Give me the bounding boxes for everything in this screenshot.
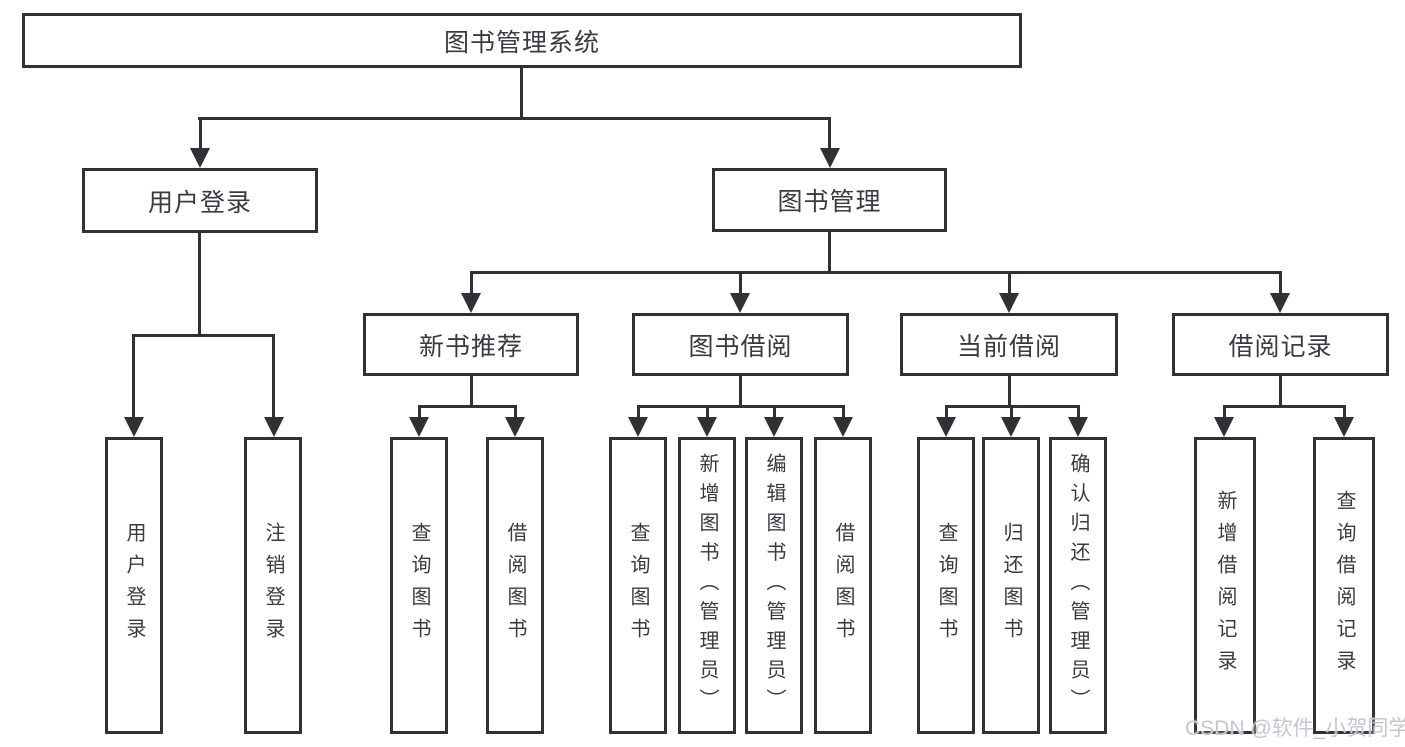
node-label: 新书推荐 xyxy=(418,332,523,361)
connector-user-login-stem xyxy=(198,233,201,337)
connector-arrow-stem xyxy=(272,334,275,419)
connector-arrow-stem xyxy=(1077,405,1080,419)
leaf-label: 确认归还（管理员） xyxy=(1067,453,1089,718)
connector-arrow-stem xyxy=(1343,405,1346,419)
node-current-borrowing: 当前借阅 xyxy=(900,313,1118,376)
arrowhead xyxy=(1001,417,1021,437)
leaf-borrowing-add-books-admin: 新增图书（管理员） xyxy=(678,437,736,734)
connector-arrow-stem xyxy=(1223,405,1226,419)
node-label: 图书借阅 xyxy=(688,332,793,361)
leaf-newbook-query-books: 查询图书 xyxy=(390,437,448,734)
connector-newbook-branch xyxy=(418,405,517,408)
connector-records-branch xyxy=(1223,405,1346,408)
connector-book-mgmt-stem xyxy=(828,232,831,274)
connector-newbook-stem xyxy=(470,376,473,408)
leaf-label: 新增图书（管理员） xyxy=(696,453,718,718)
node-borrow-records: 借阅记录 xyxy=(1172,313,1389,376)
arrowhead xyxy=(999,293,1019,313)
node-label: 当前借阅 xyxy=(956,332,1061,361)
leaf-current-return-books: 归还图书 xyxy=(982,437,1040,734)
leaf-label: 查询借阅记录 xyxy=(1333,489,1355,682)
connector-arrow-stem xyxy=(945,405,948,419)
connector-arrow-stem xyxy=(739,271,742,295)
connector-arrow-stem xyxy=(828,117,831,151)
leaf-label: 借阅图书 xyxy=(832,521,854,650)
node-user-login: 用户登录 xyxy=(82,168,318,233)
leaf-label: 注销登录 xyxy=(262,521,284,650)
arrowhead xyxy=(820,148,840,168)
node-library-system: 图书管理系统 xyxy=(22,13,1022,68)
leaf-borrowing-query-books: 查询图书 xyxy=(609,437,667,734)
node-book-borrowing: 图书借阅 xyxy=(632,313,849,376)
connector-borrowing-stem xyxy=(739,376,742,408)
arrowhead xyxy=(190,148,210,168)
node-label: 图书管理系统 xyxy=(443,28,600,57)
arrowhead xyxy=(628,417,648,437)
connector-root-stem xyxy=(520,68,523,118)
node-book-management: 图书管理 xyxy=(712,168,947,232)
leaf-label: 借阅图书 xyxy=(504,521,526,650)
arrowhead xyxy=(1214,417,1234,437)
arrowhead xyxy=(697,417,717,437)
connector-user-login-branch xyxy=(132,334,275,337)
leaf-newbook-borrow-books: 借阅图书 xyxy=(486,437,544,734)
node-label: 图书管理 xyxy=(777,188,882,216)
leaf-borrowing-borrow-books: 借阅图书 xyxy=(814,437,872,734)
arrowhead xyxy=(1068,417,1088,437)
connector-borrowing-branch xyxy=(637,405,845,408)
leaf-label: 查询图书 xyxy=(935,521,957,650)
leaf-label: 用户登录 xyxy=(123,521,145,650)
arrowhead xyxy=(505,417,525,437)
connector-arrow-stem xyxy=(132,334,135,419)
leaf-borrowing-edit-books-admin: 编辑图书（管理员） xyxy=(745,437,803,734)
arrowhead xyxy=(730,293,750,313)
arrowhead xyxy=(936,417,956,437)
arrowhead xyxy=(1270,293,1290,313)
arrowhead xyxy=(264,417,284,437)
leaf-label: 新增借阅记录 xyxy=(1214,489,1236,682)
connector-arrow-stem xyxy=(199,117,202,151)
connector-arrow-stem xyxy=(637,405,640,419)
node-label: 用户登录 xyxy=(147,188,252,217)
arrowhead xyxy=(461,293,481,313)
leaf-label: 查询图书 xyxy=(627,521,649,650)
leaf-current-query-books: 查询图书 xyxy=(917,437,975,734)
arrowhead xyxy=(764,417,784,437)
connector-arrow-stem xyxy=(1279,271,1282,295)
connector-arrow-stem xyxy=(1010,405,1013,419)
leaf-label: 归还图书 xyxy=(1000,521,1022,650)
watermark: CSDN @软件_小贺同学 xyxy=(1185,717,1405,740)
connector-arrow-stem xyxy=(418,405,421,419)
leaf-current-confirm-return-admin: 确认归还（管理员） xyxy=(1049,437,1107,734)
connector-level1-branch xyxy=(198,117,831,120)
arrowhead xyxy=(409,417,429,437)
connector-arrow-stem xyxy=(842,405,845,419)
leaf-records-add-record: 新增借阅记录 xyxy=(1194,437,1256,734)
arrowhead xyxy=(124,417,144,437)
connector-arrow-stem xyxy=(773,405,776,419)
arrowhead xyxy=(833,417,853,437)
arrowhead xyxy=(1334,417,1354,437)
connector-arrow-stem xyxy=(1008,271,1011,295)
connector-arrow-stem xyxy=(470,271,473,295)
connector-level2-branch xyxy=(470,271,1281,274)
connector-arrow-stem xyxy=(514,405,517,419)
node-new-book-recommend: 新书推荐 xyxy=(363,313,579,376)
connector-arrow-stem xyxy=(706,405,709,419)
leaf-label: 查询图书 xyxy=(408,521,430,650)
leaf-records-query-record: 查询借阅记录 xyxy=(1313,437,1375,734)
connector-current-stem xyxy=(1008,376,1011,408)
connector-records-stem xyxy=(1279,376,1282,408)
leaf-user-login: 用户登录 xyxy=(105,437,163,734)
node-label: 借阅记录 xyxy=(1228,332,1333,361)
leaf-logout: 注销登录 xyxy=(244,437,302,734)
leaf-label: 编辑图书（管理员） xyxy=(763,453,785,718)
